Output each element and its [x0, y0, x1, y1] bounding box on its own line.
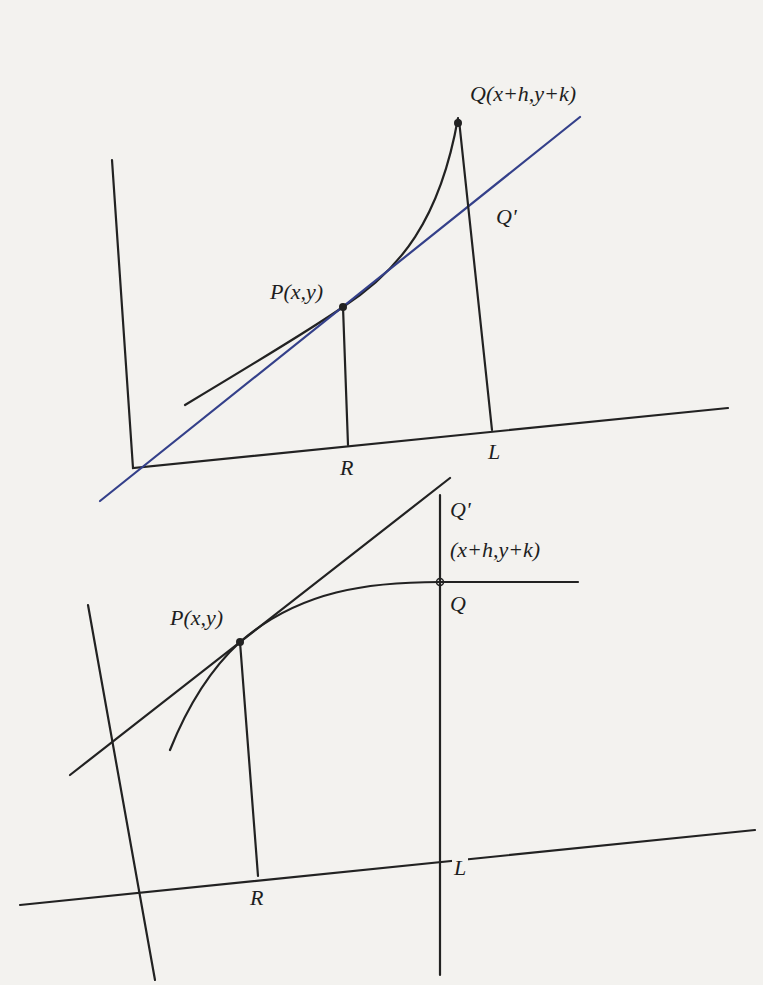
curve [170, 582, 578, 750]
point-label: L [452, 856, 468, 880]
point [339, 303, 347, 311]
axes [88, 605, 155, 980]
point-label: P(x,y) [268, 280, 325, 304]
tangent-line [70, 478, 450, 775]
curve [185, 118, 458, 405]
point-label: L [486, 440, 502, 464]
axes [20, 830, 755, 905]
tangent-line [100, 117, 580, 501]
point [454, 119, 462, 127]
point [437, 579, 444, 586]
ordinate-line [343, 307, 348, 445]
point-label: Q' [494, 205, 519, 229]
axes [112, 160, 728, 468]
point-label: R [248, 886, 265, 910]
point-label: Q' [448, 498, 473, 522]
point-label: R [338, 456, 355, 480]
ordinate-line [459, 120, 492, 430]
point [236, 638, 244, 646]
ordinate-line [240, 642, 258, 876]
point-label: (x+h,y+k) [448, 538, 542, 562]
point-label: P(x,y) [168, 606, 225, 630]
ordinate-line [439, 495, 441, 975]
point-label: Q [448, 592, 468, 616]
point-label: Q(x+h,y+k) [468, 82, 578, 106]
